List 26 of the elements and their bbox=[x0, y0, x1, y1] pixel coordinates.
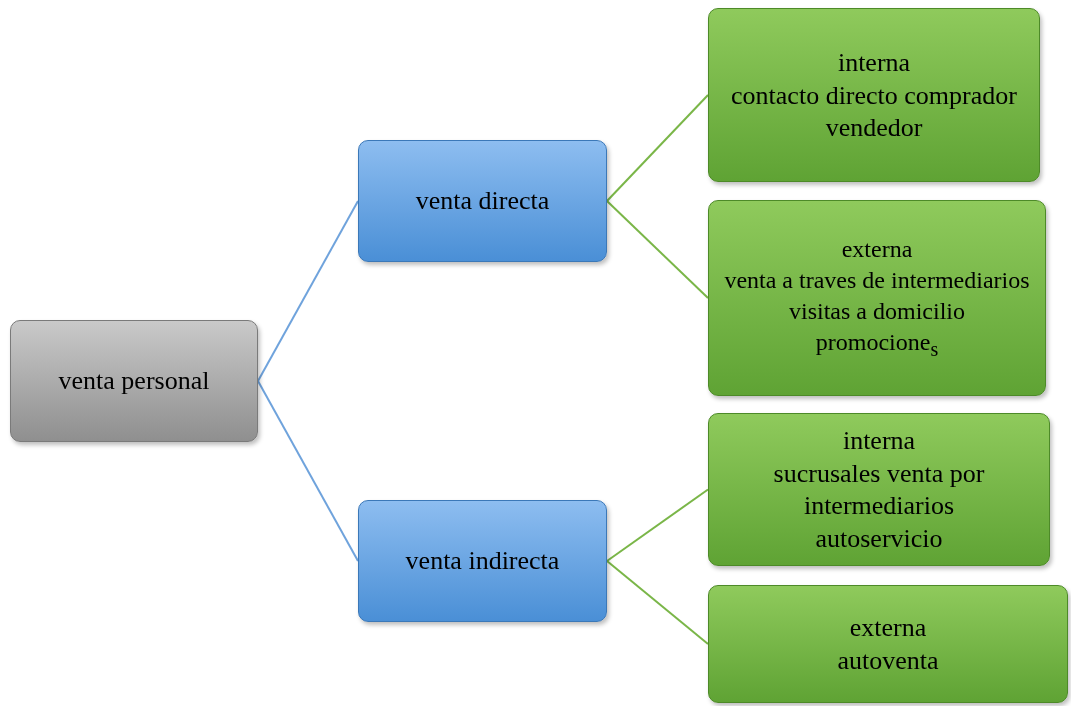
connector-line bbox=[606, 560, 709, 645]
rounded-box bbox=[358, 140, 607, 262]
connector-line bbox=[606, 200, 709, 299]
box-text: externa bbox=[841, 235, 913, 265]
box-text: venta directa bbox=[415, 185, 550, 217]
connector-line bbox=[606, 488, 709, 562]
rounded-box bbox=[358, 500, 607, 622]
box-text: externa bbox=[849, 611, 927, 643]
box-text: contacto directo comprador vendedor bbox=[730, 80, 1018, 143]
connector-line bbox=[606, 94, 709, 202]
connector-line bbox=[257, 200, 359, 382]
rounded-box bbox=[708, 585, 1068, 703]
box-text: promocione$_{s}$ bbox=[815, 327, 939, 361]
box-text: autoventa bbox=[837, 645, 939, 677]
box-text: interna bbox=[842, 425, 916, 457]
rounded-box bbox=[708, 200, 1046, 396]
box-text: autoservicio bbox=[815, 522, 943, 554]
box-text: interna bbox=[837, 47, 911, 79]
rounded-box bbox=[708, 413, 1050, 566]
connector-line bbox=[257, 380, 359, 562]
box-text: visitas a domicilio bbox=[789, 297, 965, 326]
box-text: venta a traves de intermediarios bbox=[724, 266, 1030, 295]
rounded-box bbox=[708, 8, 1040, 182]
box-text: venta indirecta bbox=[405, 545, 560, 577]
box-text: venta personal bbox=[58, 365, 210, 397]
rounded-box bbox=[10, 320, 258, 442]
